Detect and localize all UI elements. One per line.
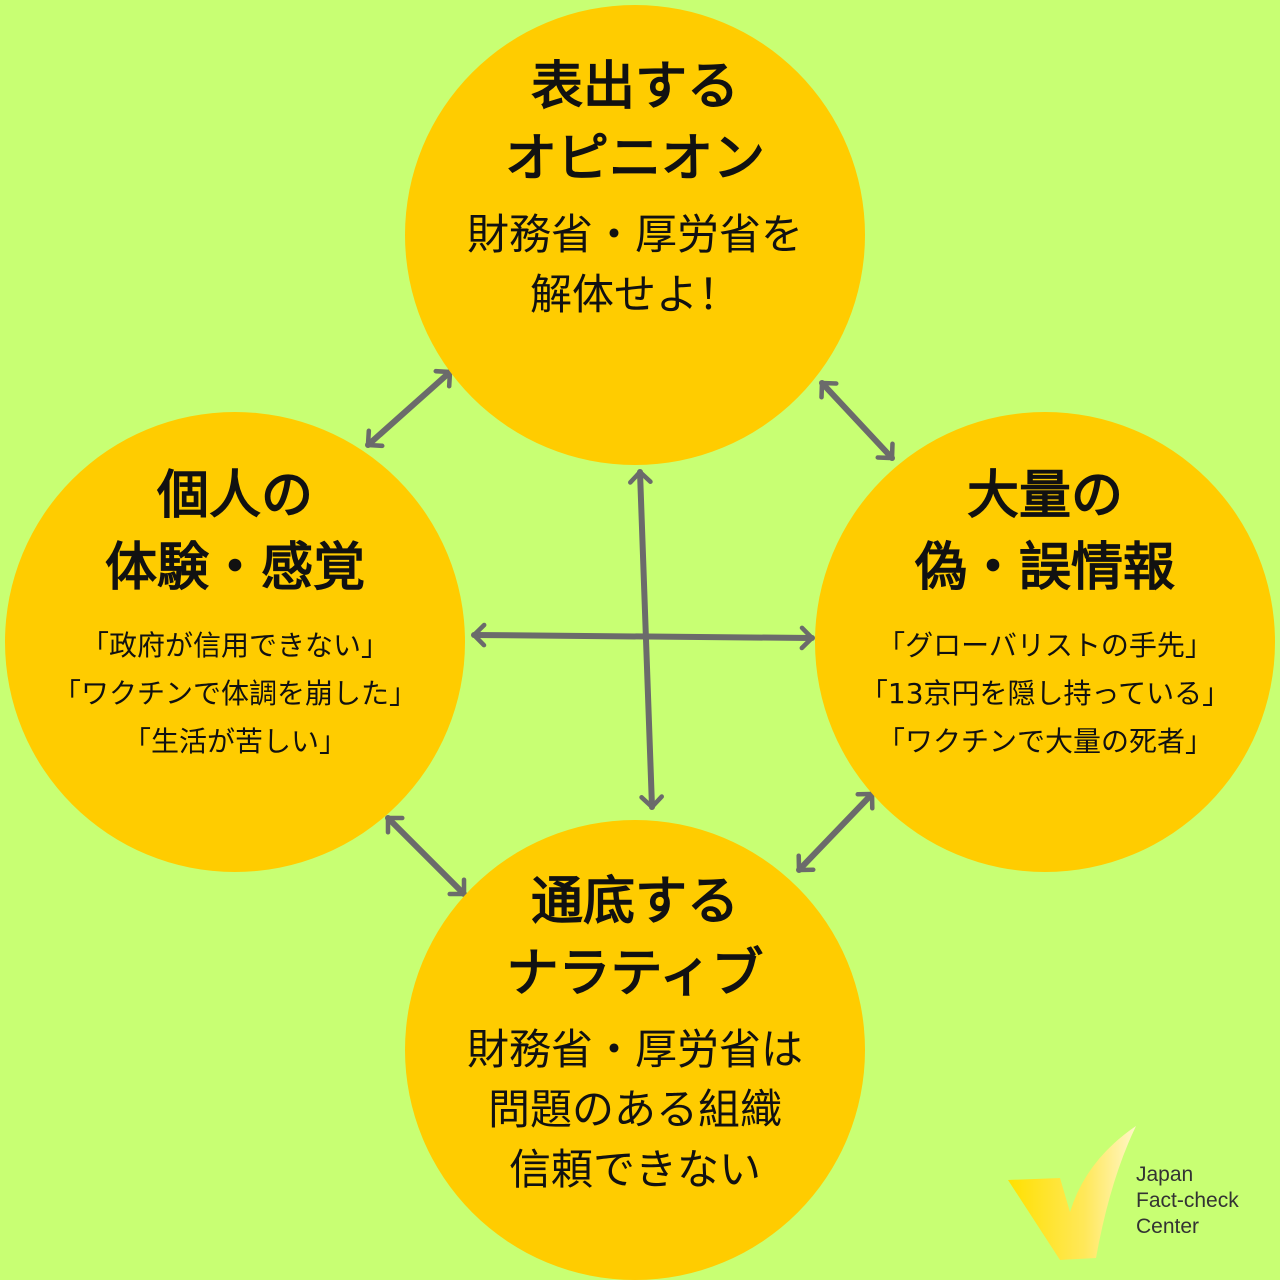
circle-title: 通底する ナラティブ xyxy=(507,866,764,1010)
circle-body: 「政府が信用できない」 「ワクチンで体調を崩した」 「生活が苦しい」 xyxy=(53,622,417,766)
arrow-horizontal xyxy=(471,622,815,651)
circle-title: 表出する オピニオン xyxy=(505,51,765,195)
circle-underlying-narrative: 通底する ナラティブ 財務省・厚労省は 問題のある組織 信頼できない xyxy=(405,820,865,1280)
checkmark-logo-icon xyxy=(1008,1126,1136,1260)
body-line: 「ワクチンで体調を崩した」 xyxy=(52,677,417,710)
jfc-logo: Japan Fact-check Center xyxy=(1000,1120,1270,1270)
title-line: 表出する xyxy=(530,57,739,117)
title-line: 個人の xyxy=(156,466,313,526)
logo-wordmark: Japan Fact-check Center xyxy=(1136,1162,1239,1240)
body-line: 「生活が苦しい」 xyxy=(122,725,347,758)
title-line: オピニオン xyxy=(504,129,765,189)
logo-line: Center xyxy=(1136,1215,1200,1238)
body-line: 解体せよ！ xyxy=(529,270,740,319)
logo-line: Japan xyxy=(1136,1163,1194,1186)
logo-line: Fact-check xyxy=(1136,1189,1239,1212)
body-line: 「政府が信用できない」 xyxy=(80,629,389,662)
circle-expressed-opinion: 表出する オピニオン 財務省・厚労省を 解体せよ！ xyxy=(405,5,865,465)
title-line: ナラティブ xyxy=(506,944,764,1004)
body-line: 財務省・厚労省を xyxy=(466,210,803,259)
circle-body: 財務省・厚労省は 問題のある組織 信頼できない xyxy=(467,1020,803,1200)
title-line: 通底する xyxy=(530,872,739,932)
body-line: 問題のある組織 xyxy=(487,1085,782,1134)
arrow-left-bottom xyxy=(385,815,467,897)
title-line: 偽・誤情報 xyxy=(914,538,1175,598)
body-line: 「ワクチンで大量の死者」 xyxy=(876,725,1213,758)
arrow-top-right xyxy=(819,380,895,461)
circle-title: 個人の 体験・感覚 xyxy=(105,460,365,604)
circle-body: 「グローバリストの手先」 「13京円を隠し持っている」 「ワクチンで大量の死者」 xyxy=(860,622,1230,766)
arrow-top-left xyxy=(365,368,453,449)
body-line: 信頼できない xyxy=(508,1145,761,1194)
arrow-right-bottom xyxy=(796,791,875,873)
body-line: 財務省・厚労省は xyxy=(466,1025,803,1074)
circle-personal-experience: 個人の 体験・感覚 「政府が信用できない」 「ワクチンで体調を崩した」 「生活が… xyxy=(5,412,465,872)
circle-title: 大量の 偽・誤情報 xyxy=(915,460,1175,604)
body-line: 「13京円を隠し持っている」 xyxy=(859,677,1231,710)
circle-misinformation: 大量の 偽・誤情報 「グローバリストの手先」 「13京円を隠し持っている」 「ワ… xyxy=(815,412,1275,872)
title-line: 体験・感覚 xyxy=(104,538,365,598)
title-line: 大量の xyxy=(966,466,1123,526)
circle-body: 財務省・厚労省を 解体せよ！ xyxy=(467,205,803,325)
body-line: 「グローバリストの手先」 xyxy=(877,629,1213,662)
